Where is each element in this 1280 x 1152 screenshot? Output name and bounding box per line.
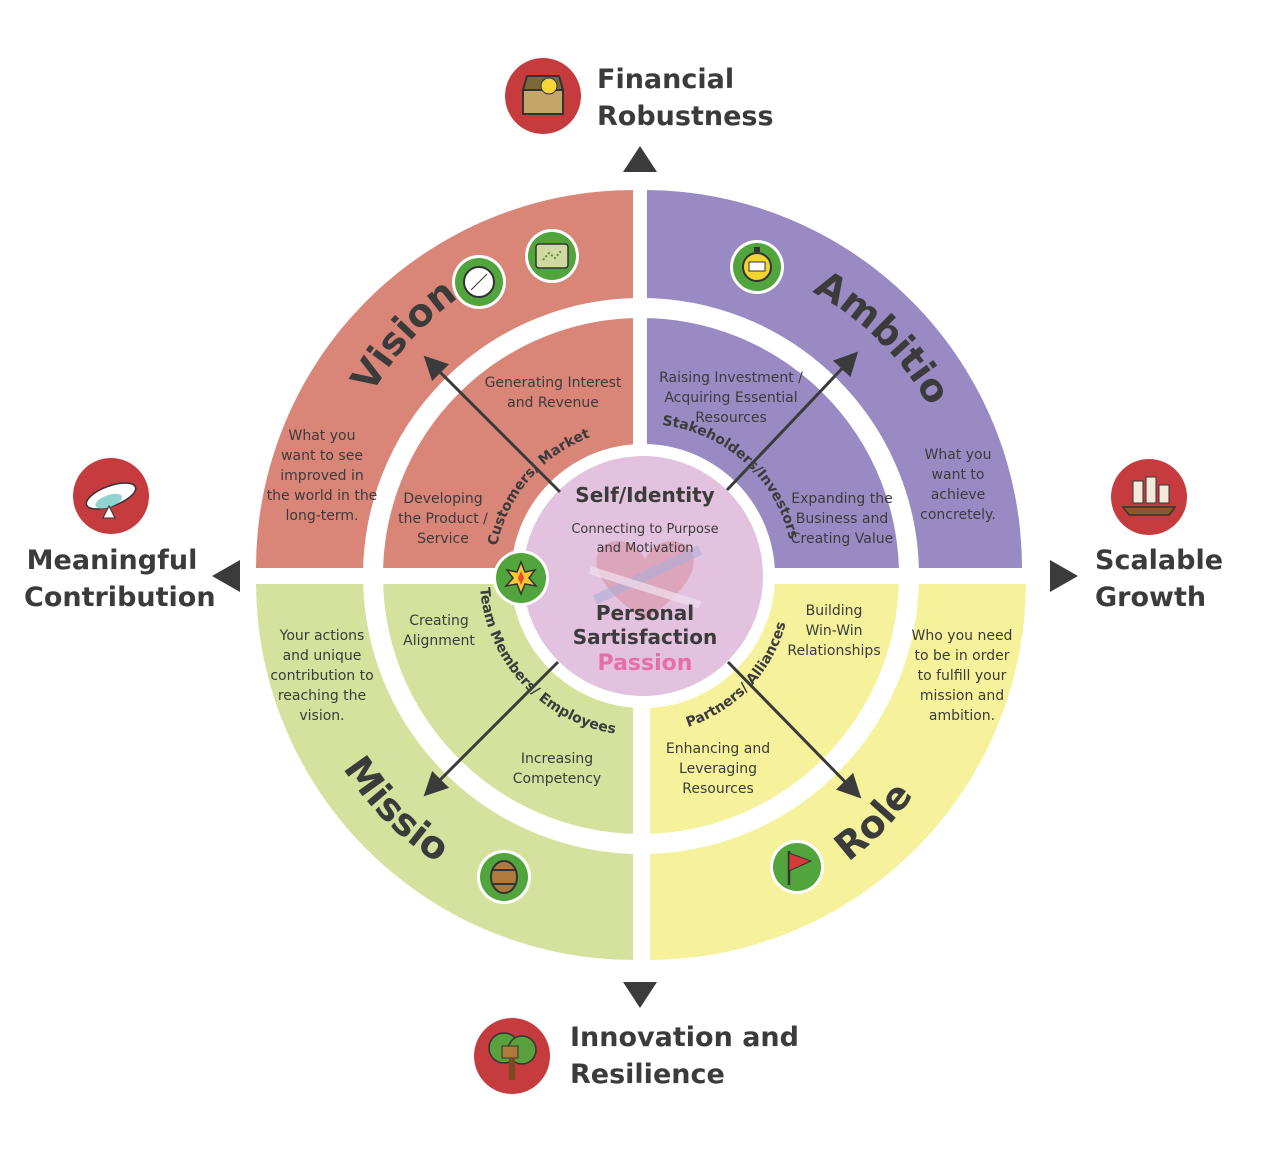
label-line: Meaningful	[26, 545, 198, 576]
text-line: Who you need	[912, 628, 1013, 644]
treasure-chest-icon	[505, 58, 581, 134]
passion-label: Passion	[598, 651, 693, 676]
text-line: Generating Interest	[485, 375, 622, 391]
ships-icon	[1111, 459, 1187, 535]
text-line: Resources	[682, 781, 754, 797]
triangle-up-icon	[623, 146, 657, 172]
compass-icon	[452, 255, 506, 309]
label-line: Resilience	[570, 1059, 725, 1090]
text-line: concretely.	[920, 507, 996, 523]
barrel-icon	[477, 850, 531, 904]
text-line: Service	[417, 531, 469, 547]
label-line: Scalable	[1095, 545, 1224, 576]
text-line: Alignment	[403, 633, 475, 649]
text-line: Building	[806, 603, 863, 619]
text-line: to be in order	[915, 648, 1010, 664]
label-meaningful-contribution: Meaningful Contribution	[24, 542, 216, 616]
arrow-role	[726, 660, 862, 799]
text-line: the Product /	[398, 511, 488, 527]
text-line: Sartisfaction	[573, 625, 718, 649]
text-line: to fulfill your	[918, 668, 1007, 684]
text-line: Your actions	[279, 628, 365, 644]
text-line: want to see	[281, 448, 363, 464]
text-line: Relationships	[787, 643, 880, 659]
text-line: Competency	[513, 771, 601, 787]
text-line: Personal	[596, 601, 694, 625]
label-line: Robustness	[597, 101, 774, 132]
text-line: and Revenue	[507, 395, 599, 411]
text-line: vision.	[299, 708, 344, 724]
text-line: contribution to	[270, 668, 373, 684]
airship-icon	[73, 458, 149, 534]
text-line: ambition.	[929, 708, 995, 724]
role-outer-text: Who you need to be in order to fulfill you…	[912, 628, 1013, 724]
label-line: Contribution	[24, 582, 216, 613]
heart-graphic	[588, 540, 703, 620]
vision-inner-text-1: Generating Interest and Revenue	[485, 375, 622, 411]
label-line: Innovation and	[570, 1022, 799, 1053]
ambition-outer-text: What you want to achieve concretely.	[920, 447, 996, 523]
label-scalable-growth: Scalable Growth	[1095, 542, 1223, 616]
text-line: Enhancing and	[666, 741, 770, 757]
text-line: Business and	[796, 511, 889, 527]
text-line: Resources	[695, 410, 767, 426]
text-line: Raising Investment /	[659, 370, 803, 386]
text-line: Developing	[403, 491, 482, 507]
text-line: and Motivation	[596, 541, 693, 556]
stopwatch-icon	[730, 240, 784, 294]
center-subtitle: Connecting to Purpose and Motivation	[571, 522, 718, 556]
label-financial-robustness: Financial Robustness	[597, 61, 774, 135]
text-line: Connecting to Purpose	[571, 522, 718, 537]
triangle-right-icon	[1050, 560, 1078, 592]
flag-icon	[770, 840, 824, 894]
text-line: mission and	[920, 688, 1004, 704]
label-line: Growth	[1095, 582, 1207, 613]
label-line: Financial	[597, 64, 735, 95]
arrow-ambition	[725, 351, 859, 492]
vision-outer-text: What you want to see improved in the world …	[267, 428, 378, 524]
triangle-down-icon	[623, 982, 657, 1008]
text-line: Acquiring Essential	[664, 390, 797, 406]
arrow-mission	[423, 660, 560, 797]
center-title: Self/Identity	[575, 483, 714, 507]
text-line: achieve	[931, 487, 986, 503]
text-line: What you	[289, 428, 356, 444]
text-line: Increasing	[521, 751, 593, 767]
treasure-map-icon	[525, 229, 579, 283]
text-line: What you	[925, 447, 992, 463]
arrow-vision	[423, 355, 562, 494]
text-line: want to	[932, 467, 985, 483]
explosion-icon	[493, 550, 549, 606]
text-line: the world in the	[267, 488, 378, 504]
triangle-left-icon	[212, 560, 240, 592]
treehouse-icon	[474, 1018, 550, 1094]
mission-outer-text: Your actions and unique contribution to rea…	[270, 628, 373, 724]
text-line: Creating	[409, 613, 469, 629]
text-line: Win-Win	[805, 623, 862, 639]
text-line: long-term.	[286, 508, 359, 524]
text-line: improved in	[280, 468, 363, 484]
text-line: Creating Value	[791, 531, 893, 547]
vision-inner-text-2: Developing the Product / Service	[398, 491, 488, 547]
text-line: Leveraging	[679, 761, 757, 777]
text-line: Expanding the	[791, 491, 892, 507]
label-innovation-resilience: Innovation and Resilience	[570, 1019, 799, 1093]
text-line: and unique	[283, 648, 362, 664]
arrows	[423, 351, 862, 799]
text-line: reaching the	[278, 688, 366, 704]
